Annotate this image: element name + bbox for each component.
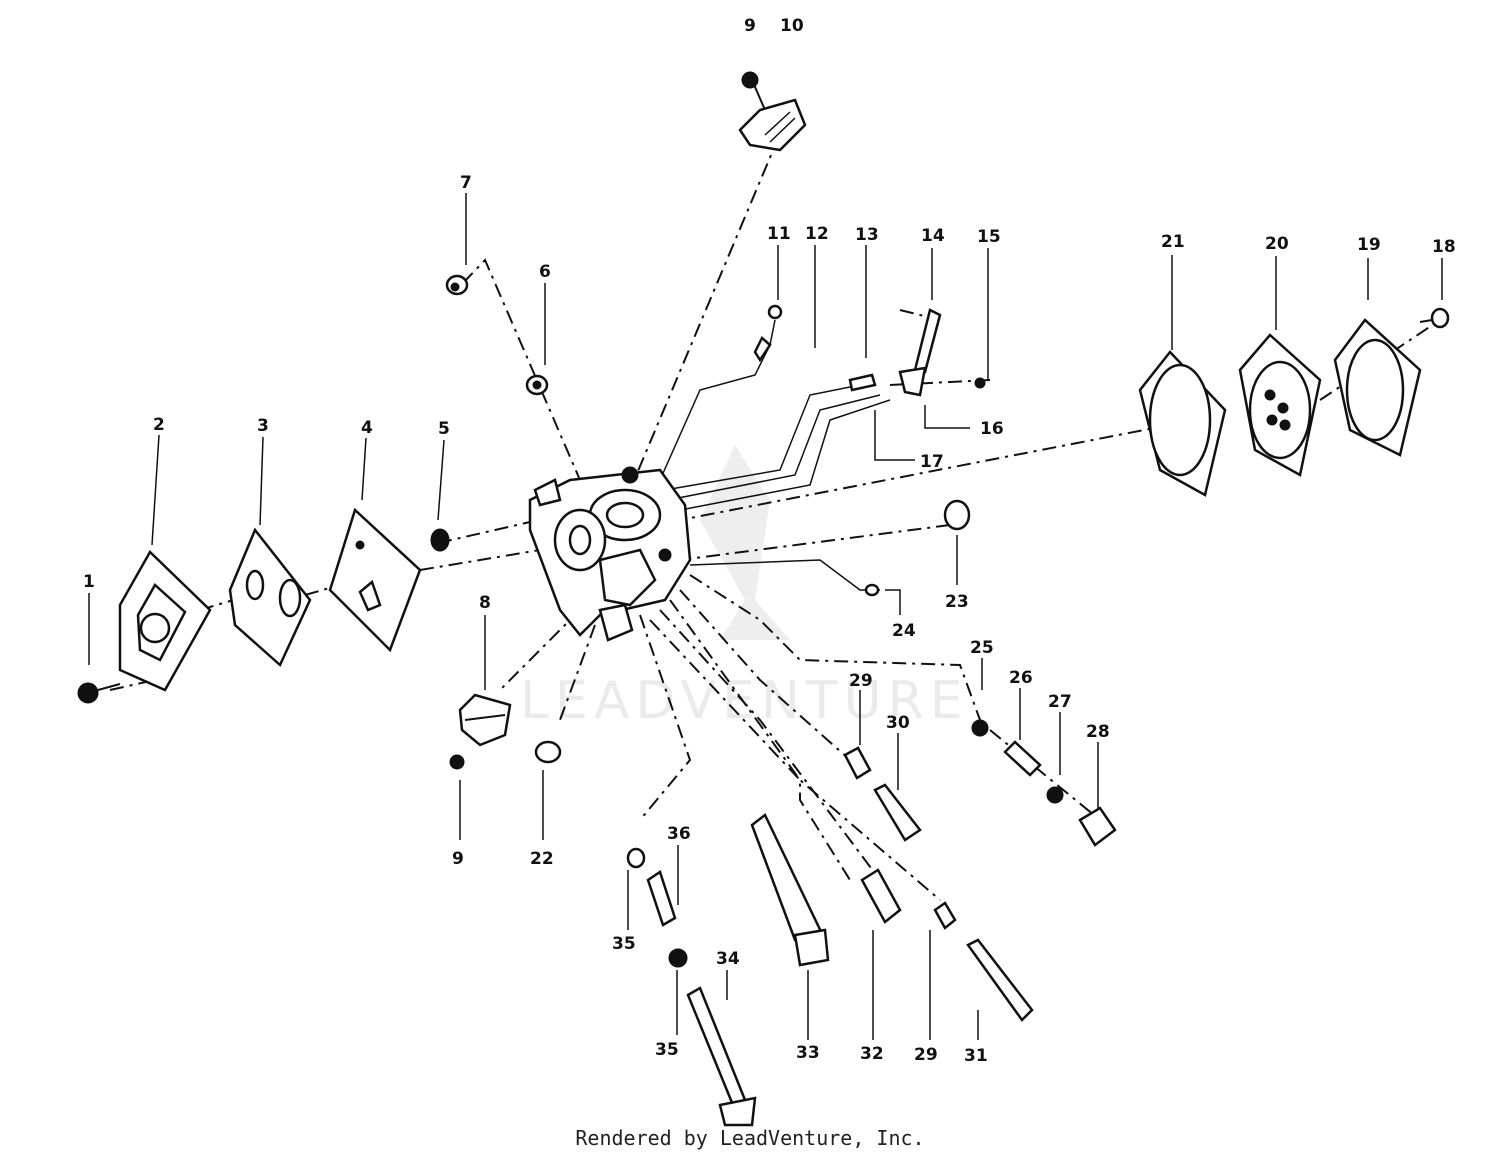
carburetor-body bbox=[528, 466, 692, 642]
part-spring-29b bbox=[933, 901, 957, 930]
callout-17: 17 bbox=[920, 452, 944, 472]
part-shaft-34 bbox=[686, 986, 757, 1127]
callout-18: 18 bbox=[1432, 237, 1456, 257]
part-needle-33 bbox=[750, 813, 830, 967]
callout-21: 21 bbox=[1161, 232, 1185, 252]
callout-34: 34 bbox=[716, 949, 740, 969]
watermark-text: LEADVENTURE bbox=[520, 671, 969, 731]
callout-ticks bbox=[88, 193, 1443, 1040]
callout-8: 8 bbox=[479, 593, 491, 613]
leader-lines bbox=[109, 79, 1441, 901]
part-plug-5 bbox=[430, 528, 450, 552]
part-screen-26 bbox=[1003, 740, 1042, 777]
callout-29-bottom: 29 bbox=[914, 1045, 938, 1065]
callout-14: 14 bbox=[921, 226, 945, 246]
part-fitting-28 bbox=[1078, 806, 1117, 847]
part-screw-15 bbox=[974, 377, 986, 389]
callout-32: 32 bbox=[860, 1044, 884, 1064]
part-plug-32 bbox=[860, 868, 902, 924]
callout-15: 15 bbox=[977, 227, 1001, 247]
callout-35: 35 bbox=[612, 934, 636, 954]
part-plug-23 bbox=[943, 499, 971, 531]
part-spring-29 bbox=[843, 746, 872, 780]
part-needle-30 bbox=[873, 783, 922, 842]
callout-23: 23 bbox=[945, 592, 969, 612]
callout-22: 22 bbox=[530, 849, 554, 869]
callout-1: 1 bbox=[83, 572, 95, 592]
part-nut-6 bbox=[525, 374, 549, 396]
part-inlet-needle-13 bbox=[848, 373, 877, 392]
part-spring-25 bbox=[971, 719, 989, 737]
callout-31: 31 bbox=[964, 1046, 988, 1066]
part-needle-11 bbox=[753, 304, 783, 363]
callout-9-left: 9 bbox=[452, 849, 464, 869]
callout-19: 19 bbox=[1357, 235, 1381, 255]
callout-11: 11 bbox=[767, 224, 791, 244]
part-choke-plate-8 bbox=[449, 693, 512, 770]
callout-3: 3 bbox=[257, 416, 269, 436]
part-spring-27 bbox=[1046, 786, 1064, 804]
part-plug-24 bbox=[864, 583, 880, 597]
callout-36: 36 bbox=[667, 824, 691, 844]
callout-26: 26 bbox=[1009, 668, 1033, 688]
part-screw-18 bbox=[1419, 307, 1450, 329]
part-spring-36 bbox=[646, 870, 677, 927]
part-screw-1 bbox=[77, 682, 121, 704]
callout-35-bottom: 35 bbox=[655, 1040, 679, 1060]
callout-24: 24 bbox=[892, 621, 916, 641]
footer-credit: Rendered by LeadVenture, Inc. bbox=[575, 1126, 925, 1150]
callout-28: 28 bbox=[1086, 722, 1110, 742]
callout-7: 7 bbox=[460, 173, 472, 193]
callout-6: 6 bbox=[539, 262, 551, 282]
callout-33: 33 bbox=[796, 1043, 820, 1063]
callout-25: 25 bbox=[970, 638, 994, 658]
callout-12: 12 bbox=[805, 224, 829, 244]
part-lever-14 bbox=[898, 308, 942, 397]
part-cover-2 bbox=[118, 549, 212, 692]
callout-13: 13 bbox=[855, 225, 879, 245]
part-pump-diaphragm-20 bbox=[1238, 333, 1322, 477]
part-gasket-21 bbox=[1138, 350, 1227, 497]
watermark: LEADVENTURE bbox=[520, 445, 969, 731]
callout-10: 10 bbox=[780, 16, 804, 36]
part-washer-35a bbox=[626, 847, 646, 869]
callout-9: 9 bbox=[744, 16, 756, 36]
callout-2: 2 bbox=[153, 415, 165, 435]
part-needle-31 bbox=[966, 938, 1034, 1022]
callout-4: 4 bbox=[361, 418, 373, 438]
callout-27: 27 bbox=[1048, 692, 1072, 712]
callout-16: 16 bbox=[980, 419, 1004, 439]
callout-30: 30 bbox=[886, 713, 910, 733]
callout-5: 5 bbox=[438, 419, 450, 439]
part-throttle-plate-10 bbox=[738, 71, 807, 152]
callout-20: 20 bbox=[1265, 234, 1289, 254]
part-plug-22 bbox=[534, 740, 562, 764]
part-gasket-19 bbox=[1333, 318, 1422, 457]
callout-29: 29 bbox=[849, 671, 873, 691]
callout-labels: 1 2 3 4 5 6 7 8 9 10 11 12 13 14 15 16 1… bbox=[83, 16, 1456, 1066]
part-diaphragm-4 bbox=[328, 507, 422, 653]
part-screw-7 bbox=[445, 274, 469, 296]
part-gasket-3 bbox=[228, 527, 312, 668]
part-washer-35b bbox=[668, 948, 688, 968]
